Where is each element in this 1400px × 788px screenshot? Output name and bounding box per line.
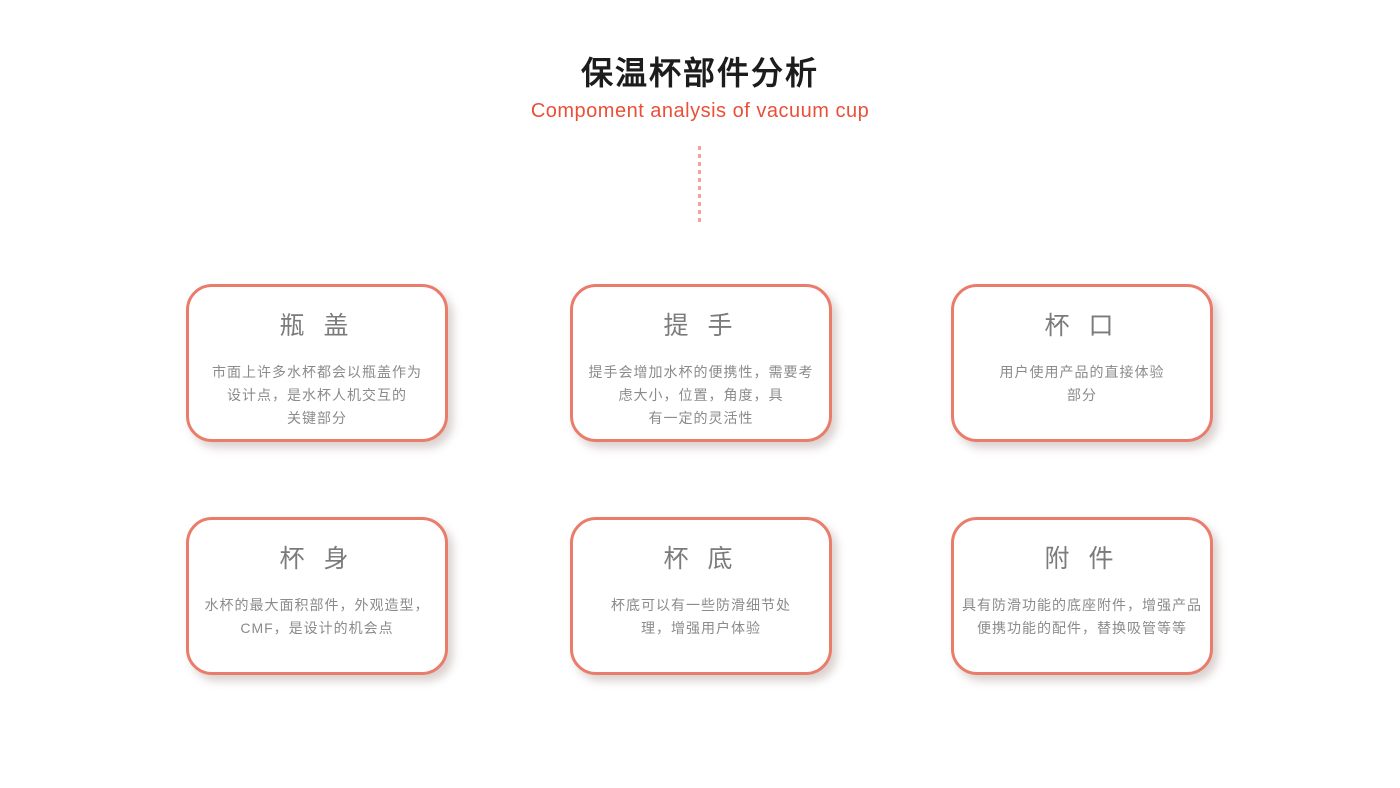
- component-card-mouth: 杯 口 用户使用产品的直接体验 部分: [951, 284, 1213, 442]
- card-body: 市面上许多水杯都会以瓶盖作为 设计点，是水杯人机交互的 关键部分: [212, 364, 422, 426]
- card-title: 杯 身: [279, 545, 355, 573]
- card-title: 附 件: [1044, 545, 1120, 573]
- component-card-accessories: 附 件 具有防滑功能的底座附件，增强产品 便携功能的配件，替换吸管等等: [951, 517, 1213, 675]
- page-title: 保温杯部件分析: [580, 55, 819, 91]
- card-body: 具有防滑功能的底座附件，增强产品 便携功能的配件，替换吸管等等: [962, 597, 1202, 636]
- dashed-connector-line: [698, 146, 701, 224]
- page-subtitle: Compoment analysis of vacuum cup: [530, 100, 870, 122]
- component-card-body: 杯 身 水杯的最大面积部件，外观造型， CMF，是设计的机会点: [186, 517, 448, 675]
- card-body: 水杯的最大面积部件，外观造型， CMF，是设计的机会点: [204, 597, 430, 636]
- component-card-lid: 瓶 盖 市面上许多水杯都会以瓶盖作为 设计点，是水杯人机交互的 关键部分: [186, 284, 448, 442]
- component-card-handle: 提 手 提手会增加水杯的便携性，需要考 虑大小，位置，角度，具 有一定的灵活性: [570, 284, 832, 442]
- slide-header: 保温杯部件分析 Compoment analysis of vacuum cup: [0, 54, 1400, 123]
- card-body: 杯底可以有一些防滑细节处 理，增强用户体验: [611, 597, 791, 636]
- card-title: 瓶 盖: [279, 312, 355, 340]
- card-body: 用户使用产品的直接体验 部分: [999, 364, 1165, 403]
- card-title: 杯 口: [1044, 312, 1120, 340]
- card-body: 提手会增加水杯的便携性，需要考 虑大小，位置，角度，具 有一定的灵活性: [588, 364, 814, 426]
- component-card-bottom: 杯 底 杯底可以有一些防滑细节处 理，增强用户体验: [570, 517, 832, 675]
- card-title: 杯 底: [663, 545, 739, 573]
- card-title: 提 手: [663, 312, 739, 340]
